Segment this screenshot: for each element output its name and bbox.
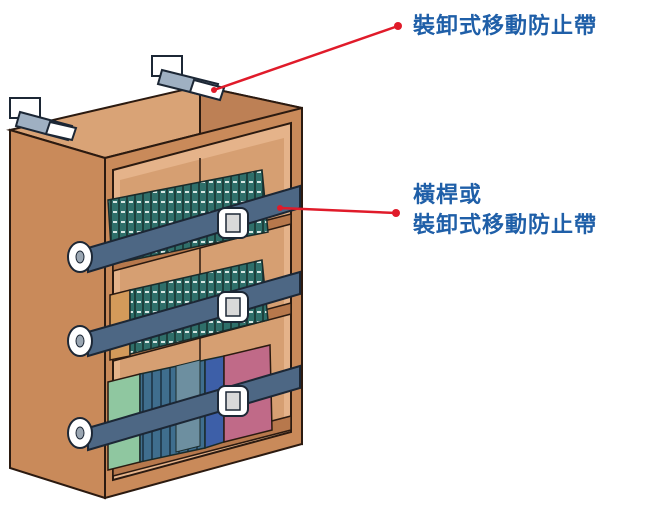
label-bar-or-strap: 橫桿或 裝卸式移動防止帶 [413,181,597,241]
side-anchor-top [67,241,93,273]
top-mount-right [151,55,226,102]
buckle-top [217,207,249,239]
label-mid-line1: 橫桿或 [413,183,483,208]
buckle-middle [217,291,249,323]
label-mid-line2: 裝卸式移動防止帶 [413,213,598,238]
top-mount-left [9,97,78,142]
buckle-bottom [217,385,249,417]
callout-line-middle [277,205,400,217]
restraint-straps [67,184,301,452]
side-anchor-bottom [67,417,93,449]
callout-line-top [211,22,402,93]
label-top-text: 裝卸式移動防止帶 [413,14,598,39]
label-detachable-strap-top: 裝卸式移動防止帶 [413,12,597,42]
side-anchor-middle [67,325,93,357]
